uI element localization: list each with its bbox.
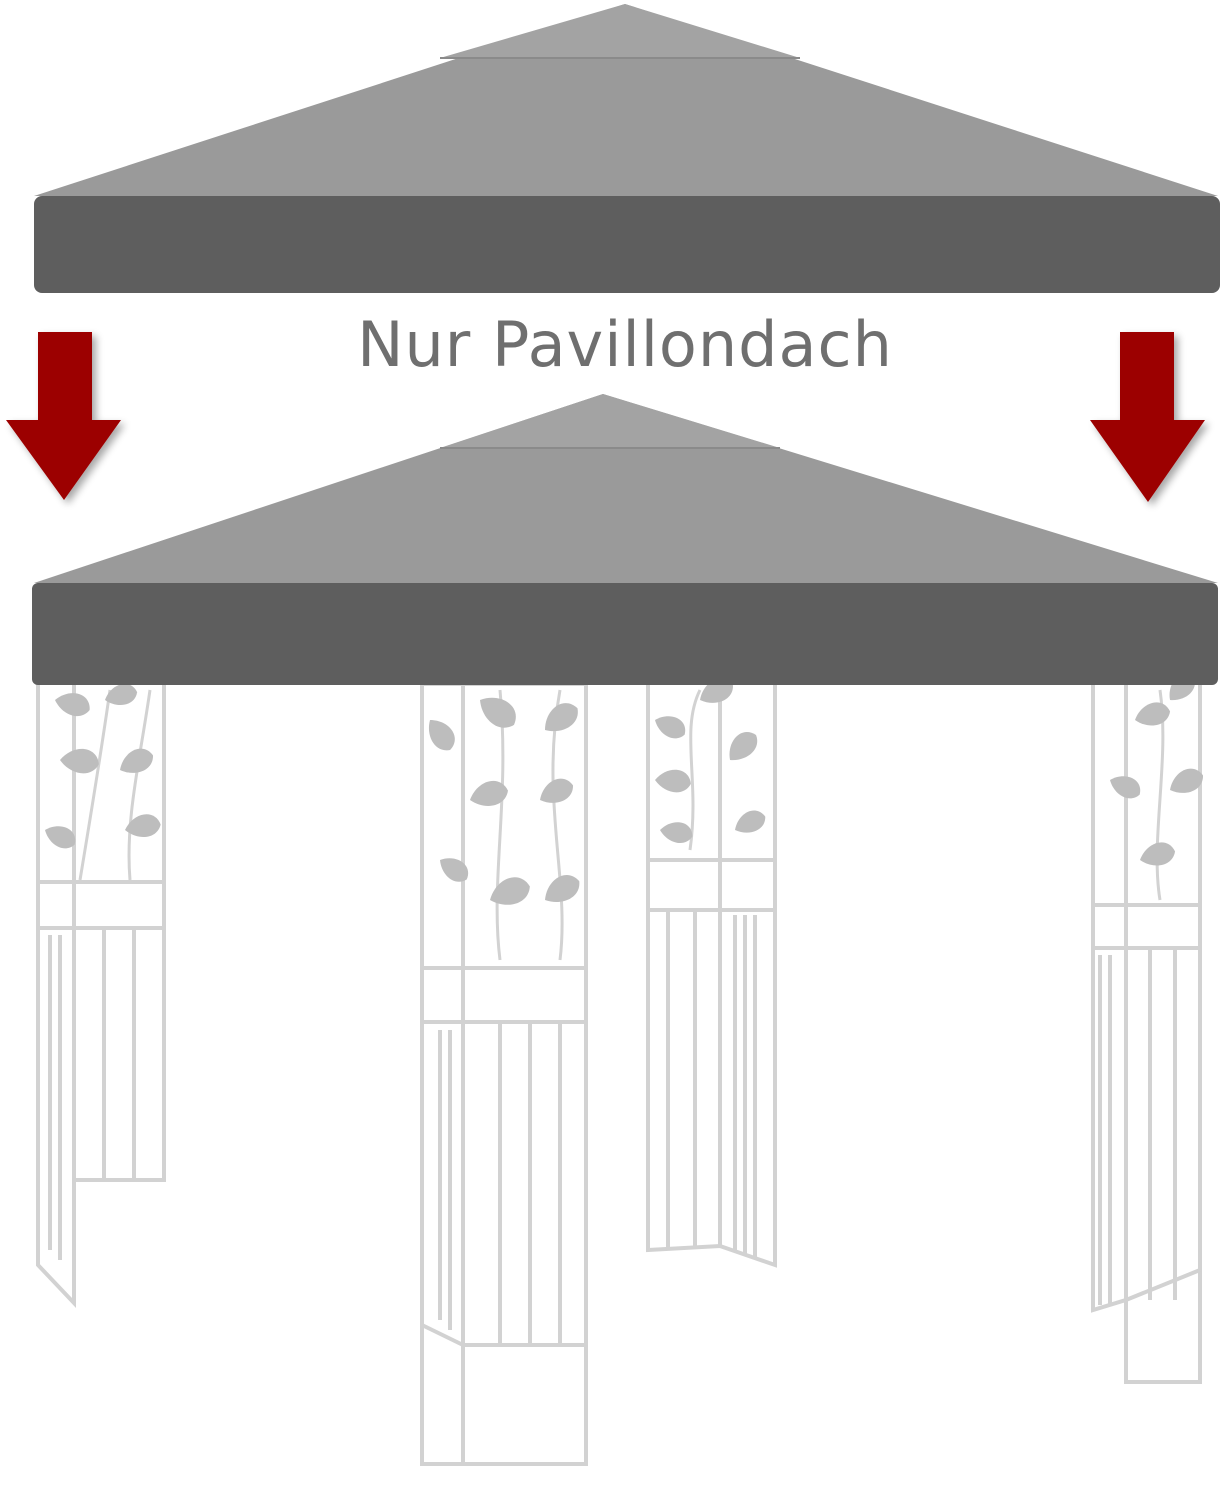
roof-canopy-top: [34, 4, 1220, 293]
arrow-down-icon-right: [1090, 332, 1205, 502]
roof-top-surface: [34, 4, 1218, 196]
roof-top-cap: [440, 4, 800, 58]
roof-top-band: [34, 196, 1220, 293]
roof-mounted-surface: [34, 394, 1218, 583]
gazebo-frame: [36, 682, 1202, 1466]
leaf-decoration: [41, 669, 1207, 910]
arrow-down-icon-left: [6, 332, 121, 500]
roof-canopy-mounted: [32, 394, 1218, 685]
roof-mounted-cap: [440, 394, 780, 448]
leg-center: [420, 682, 588, 1466]
roof-mounted-band: [32, 583, 1218, 685]
leg-left: [36, 684, 166, 1309]
leg-back: [646, 684, 777, 1268]
caption-text: Nur Pavillondach: [357, 308, 893, 381]
